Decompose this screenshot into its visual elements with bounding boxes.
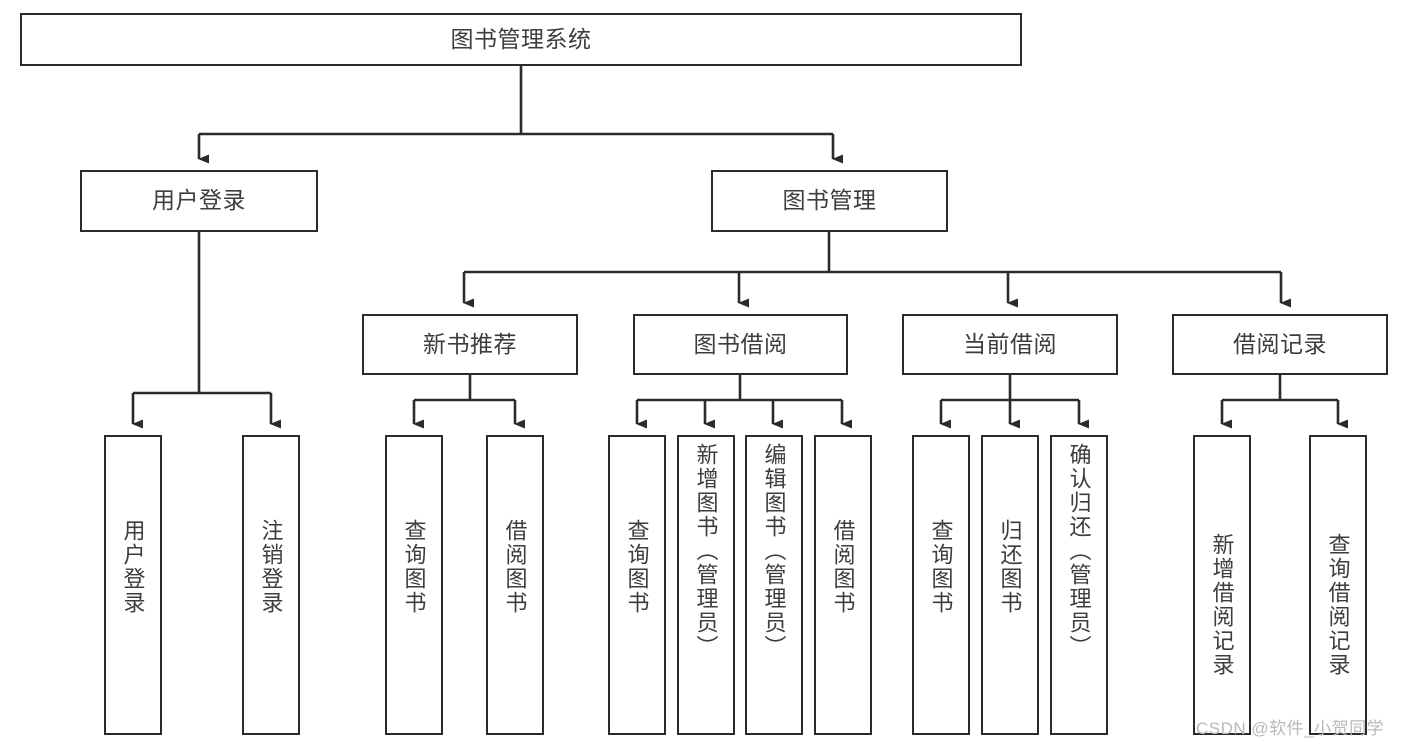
node-leaf-add-record-label: 新增借阅记录	[1209, 533, 1235, 677]
node-leaf-add-book-label: 新增图书（管理员）	[693, 443, 719, 659]
node-leaf-query-book-1-label: 查询图书	[401, 519, 427, 615]
node-leaf-user-login[interactable]: 用户登录	[104, 435, 162, 735]
node-current-borrow[interactable]: 当前借阅	[902, 314, 1118, 375]
node-leaf-borrow-book-2-label: 借阅图书	[830, 519, 856, 615]
node-borrow-record[interactable]: 借阅记录	[1172, 314, 1388, 375]
node-user-login[interactable]: 用户登录	[80, 170, 318, 232]
node-leaf-confirm-return[interactable]: 确认归还（管理员）	[1050, 435, 1108, 735]
node-leaf-user-logout-label: 注销登录	[258, 519, 284, 615]
node-leaf-query-book-3[interactable]: 查询图书	[912, 435, 970, 735]
node-leaf-query-book-1[interactable]: 查询图书	[385, 435, 443, 735]
node-new-book-recommend-label: 新书推荐	[423, 330, 517, 357]
csdn-watermark: CSDN @软件_小贺同学	[1196, 719, 1385, 738]
node-borrow-record-label: 借阅记录	[1233, 330, 1327, 357]
node-leaf-return-book-label: 归还图书	[997, 519, 1023, 615]
node-leaf-query-book-2[interactable]: 查询图书	[608, 435, 666, 735]
node-root-label: 图书管理系统	[450, 25, 592, 52]
node-leaf-user-logout[interactable]: 注销登录	[242, 435, 300, 735]
node-book-management[interactable]: 图书管理	[711, 170, 948, 232]
node-leaf-add-book[interactable]: 新增图书（管理员）	[677, 435, 735, 735]
node-leaf-edit-book-label: 编辑图书（管理员）	[761, 443, 787, 659]
node-leaf-return-book[interactable]: 归还图书	[981, 435, 1039, 735]
node-book-management-label: 图书管理	[782, 187, 877, 214]
node-leaf-borrow-book-1[interactable]: 借阅图书	[486, 435, 544, 735]
node-leaf-confirm-return-label: 确认归还（管理员）	[1066, 443, 1092, 659]
node-leaf-user-login-label: 用户登录	[120, 519, 146, 615]
node-leaf-query-record[interactable]: 查询借阅记录	[1309, 435, 1367, 735]
node-leaf-borrow-book-1-label: 借阅图书	[502, 519, 528, 615]
node-leaf-query-book-2-label: 查询图书	[624, 519, 650, 615]
node-leaf-edit-book[interactable]: 编辑图书（管理员）	[745, 435, 803, 735]
node-root[interactable]: 图书管理系统	[20, 13, 1022, 66]
node-user-login-label: 用户登录	[152, 187, 246, 214]
node-new-book-recommend[interactable]: 新书推荐	[362, 314, 578, 375]
node-leaf-borrow-book-2[interactable]: 借阅图书	[814, 435, 872, 735]
node-current-borrow-label: 当前借阅	[963, 330, 1057, 357]
node-book-borrow-label: 图书借阅	[693, 330, 788, 357]
node-leaf-add-record[interactable]: 新增借阅记录	[1193, 435, 1251, 735]
node-book-borrow[interactable]: 图书借阅	[633, 314, 848, 375]
node-leaf-query-book-3-label: 查询图书	[928, 519, 954, 615]
node-leaf-query-record-label: 查询借阅记录	[1325, 533, 1351, 677]
